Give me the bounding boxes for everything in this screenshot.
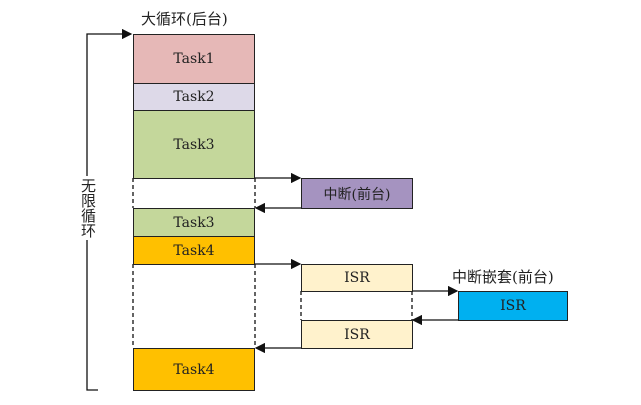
task3-resume-block: Task3 [133, 208, 255, 237]
isr-block: ISR [301, 264, 413, 292]
task4-resume-block: Task4 [133, 348, 255, 391]
isr-resume-block: ISR [301, 320, 413, 349]
interrupt-block: 中断(前台) [301, 178, 413, 209]
task4-block: Task4 [133, 236, 255, 265]
task3-block: Task3 [133, 110, 255, 179]
task2-block: Task2 [133, 83, 255, 111]
loop-label: 无限循环 [78, 176, 99, 240]
nested-label: 中断嵌套(前台) [452, 268, 554, 286]
background-label: 大循环(后台) [141, 10, 228, 28]
nested-isr-block: ISR [458, 291, 568, 321]
task1-block: Task1 [133, 34, 255, 84]
